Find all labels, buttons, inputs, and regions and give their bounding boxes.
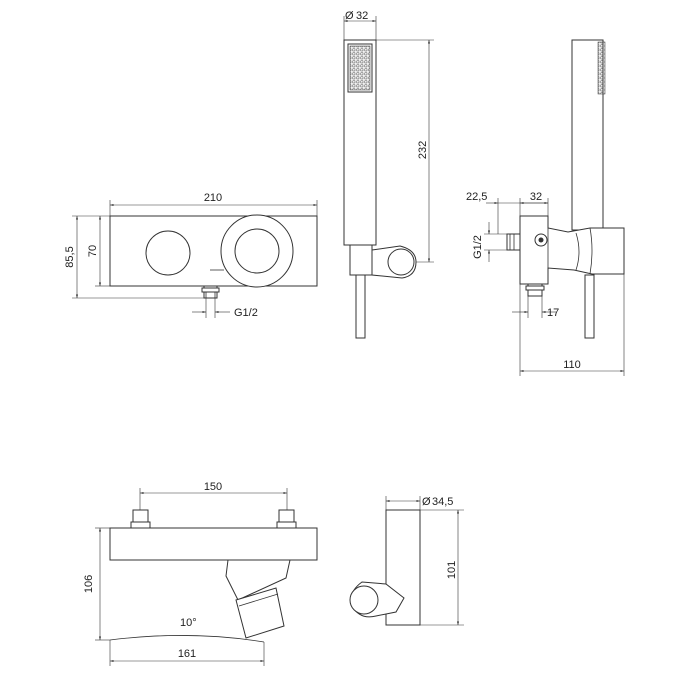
- dim-front-height-outer: 85,5: [64, 246, 76, 267]
- spray-face: [349, 45, 371, 91]
- side-inlet: [506, 233, 521, 251]
- spout-view: 150 106 10° 161: [83, 481, 318, 666]
- spout-outlet: [235, 587, 285, 639]
- dim-handshower-length: 232: [417, 141, 429, 159]
- spout-lever: [225, 559, 291, 601]
- diameter-symbol-1: Ø: [345, 10, 354, 22]
- spout-body: [109, 527, 318, 561]
- diameter-symbol-2: Ø: [422, 496, 431, 508]
- dim-spout-angle: 10°: [180, 617, 197, 629]
- front-view: 210 85,5 70 G1/2: [64, 192, 318, 319]
- dim-side-thread: G1/2: [472, 235, 484, 259]
- dim-front-height-body: 70: [87, 245, 99, 257]
- dim-holder-height: 101: [446, 561, 458, 579]
- dim-spout-projection: 161: [178, 648, 196, 660]
- dim-side-total-depth: 110: [563, 359, 581, 371]
- dim-front-width: 210: [204, 192, 222, 204]
- spout-arc: [109, 635, 265, 643]
- handshower-hose: [355, 274, 366, 339]
- dim-spout-height: 106: [83, 575, 95, 593]
- dim-handshower-diameter: 32: [356, 10, 368, 22]
- holder-ring: [349, 585, 379, 615]
- dim-spout-centers: 150: [204, 481, 222, 493]
- dim-side-body-depth: 32: [530, 191, 542, 203]
- side-view: 22,5 32 G1/2 17 110: [466, 39, 625, 376]
- side-hose: [584, 274, 595, 339]
- side-spray-face: [597, 41, 606, 95]
- dim-side-offset: 22,5: [466, 191, 487, 203]
- holder-view: Ø 34,5 101: [349, 496, 464, 626]
- handshower-holder: [349, 244, 373, 276]
- dim-front-outlet-thread: G1/2: [234, 307, 258, 319]
- left-cap: [145, 230, 191, 276]
- right-handle-knob: [234, 228, 280, 274]
- dim-holder-diameter: 34,5: [432, 496, 453, 508]
- handshower-view: Ø 32 232: [343, 10, 434, 339]
- dim-side-outlet: 17: [547, 307, 559, 319]
